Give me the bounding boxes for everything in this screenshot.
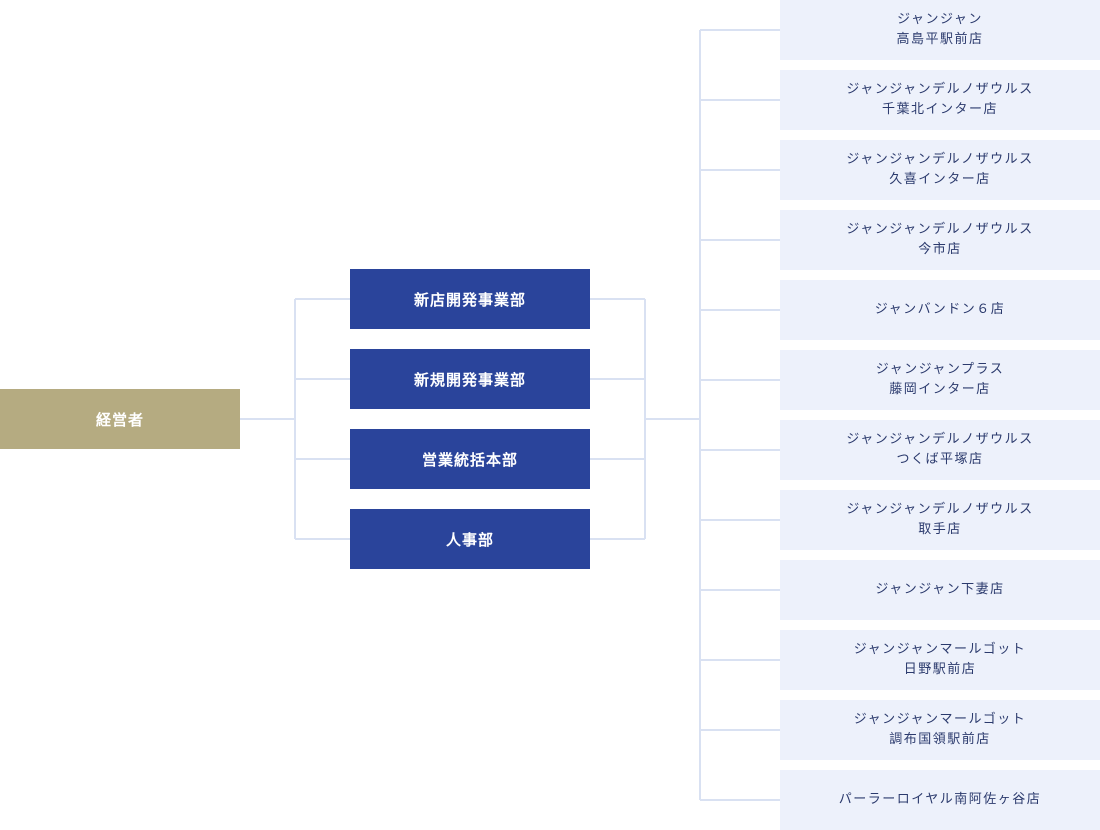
ceo-box: 経営者	[0, 389, 240, 449]
store-name-line1: ジャンバンドン６店	[874, 302, 1006, 317]
department-box-sales-headquarters: 営業統括本部	[350, 429, 590, 489]
store-name-line2: 日野駅前店	[903, 662, 977, 677]
store-name-line2: 千葉北インター店	[881, 102, 998, 117]
ceo-label: 経営者	[95, 410, 144, 429]
store-name-line2: つくば平塚店	[896, 452, 984, 467]
store-box: ジャンジャン下妻店	[780, 560, 1100, 620]
store-box: ジャンジャンデルノザウルス 取手店	[780, 490, 1100, 550]
store-box: ジャンジャンデルノザウルス 久喜インター店	[780, 140, 1100, 200]
store-name-line1: ジャンジャンデルノザウルス	[846, 222, 1034, 237]
department-box-new-business-development: 新規開発事業部	[350, 349, 590, 409]
store-name-line1: ジャンジャンデルノザウルス	[846, 502, 1034, 517]
store-name-line1: ジャンジャン	[897, 12, 983, 27]
store-name-line1: ジャンジャン下妻店	[875, 582, 1005, 597]
store-box: ジャンジャンデルノザウルス 今市店	[780, 210, 1100, 270]
store-name-line1: ジャンジャンプラス	[875, 362, 1005, 377]
store-box: パーラーロイヤル南阿佐ヶ谷店	[780, 770, 1100, 830]
department-label: 人事部	[445, 530, 494, 549]
department-label: 新店開発事業部	[413, 290, 526, 309]
store-box: ジャンジャンマールゴット 調布国領駅前店	[780, 700, 1100, 760]
store-name-line2: 取手店	[918, 522, 962, 537]
store-box: ジャンジャン 高島平駅前店	[780, 0, 1100, 60]
store-name-line1: ジャンジャンデルノザウルス	[846, 152, 1034, 167]
store-name-line2: 調布国領駅前店	[889, 732, 991, 747]
store-name-line2: 久喜インター店	[889, 172, 991, 187]
store-box: ジャンジャンデルノザウルス 千葉北インター店	[780, 70, 1100, 130]
store-name-line1: ジャンジャンデルノザウルス	[846, 432, 1034, 447]
store-box: ジャンジャンプラス 藤岡インター店	[780, 350, 1100, 410]
department-label: 営業統括本部	[421, 450, 518, 469]
store-name-line2: 高島平駅前店	[896, 32, 984, 47]
store-box: ジャンジャンマールゴット 日野駅前店	[780, 630, 1100, 690]
store-box: ジャンジャンデルノザウルス つくば平塚店	[780, 420, 1100, 480]
store-name-line2: 今市店	[918, 242, 962, 257]
department-box-human-resources: 人事部	[350, 509, 590, 569]
store-name-line2: 藤岡インター店	[889, 382, 991, 397]
store-name-line1: パーラーロイヤル南阿佐ヶ谷店	[838, 792, 1042, 807]
store-name-line1: ジャンジャンマールゴット	[853, 712, 1027, 727]
store-name-line1: ジャンジャンデルノザウルス	[846, 82, 1034, 97]
department-box-new-store-development: 新店開発事業部	[350, 269, 590, 329]
store-name-line1: ジャンジャンマールゴット	[853, 642, 1027, 657]
department-label: 新規開発事業部	[413, 370, 526, 389]
store-box: ジャンバンドン６店	[780, 280, 1100, 340]
